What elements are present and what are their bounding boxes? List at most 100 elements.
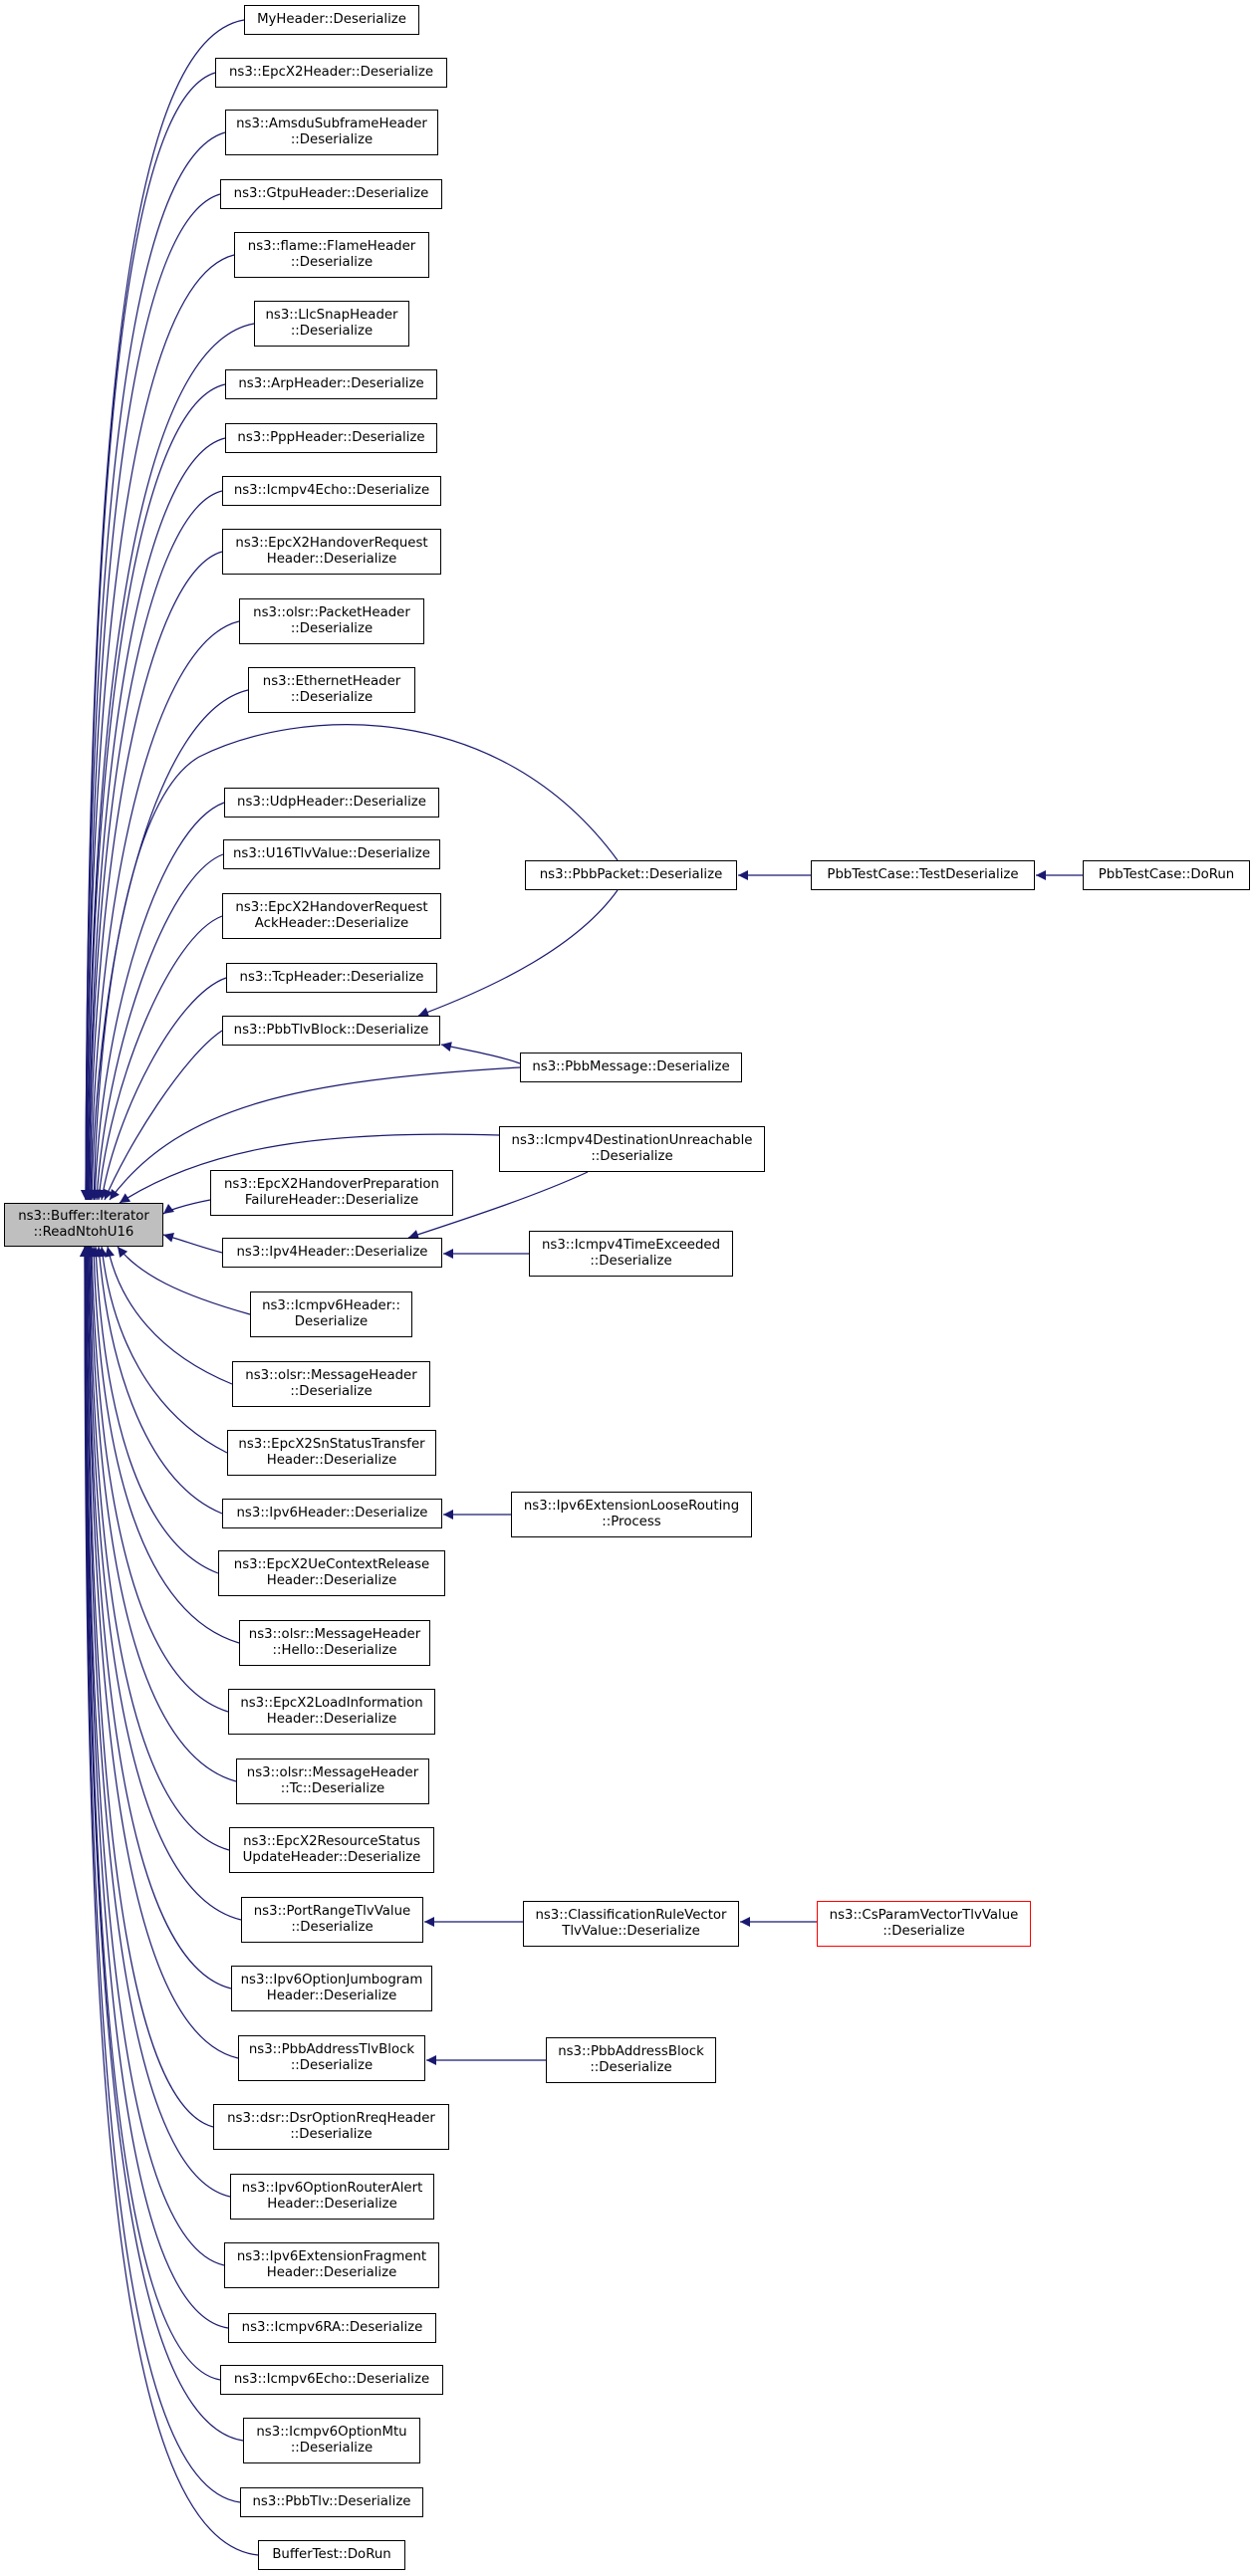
node-label-line-2: UpdateHeader::Deserialize (242, 1850, 421, 1865)
node-label: ns3::ArpHeader::Deserialize (238, 376, 424, 391)
node-label: MyHeader::Deserialize (257, 12, 406, 27)
node-label-line-2: ::ReadNtohU16 (33, 1225, 134, 1240)
node-label: ns3::GtpuHeader::Deserialize (233, 186, 429, 201)
node-label-line-2: Header::Deserialize (266, 1712, 397, 1727)
node-label-line-1: ns3::Ipv6ExtensionFragment (236, 2249, 427, 2264)
node-gtpuheader-deserialize[interactable]: ns3::GtpuHeader::Deserialize (220, 179, 442, 209)
edge-mtu-to-root (80, 1246, 244, 2442)
node-label-line-1: ns3::Ipv6OptionRouterAlert (241, 2181, 423, 2196)
node-buffertest-dorun[interactable]: BufferTest::DoRun (258, 2540, 405, 2570)
node-pbbpacket-deserialize[interactable]: ns3::PbbPacket::Deserialize (525, 860, 737, 890)
node-epcx2resourcestatusupdateheader-deserialize[interactable]: ns3::EpcX2ResourceStatus UpdateHeader::D… (229, 1827, 434, 1873)
node-ipv6header-deserialize[interactable]: ns3::Ipv6Header::Deserialize (222, 1499, 442, 1528)
node-ipv6optionjumbogramheader-deserialize[interactable]: ns3::Ipv6OptionJumbogram Header::Deseria… (231, 1966, 432, 2011)
edge-icmpv4du-to-ipv4 (407, 1171, 589, 1240)
node-label: ns3::PppHeader::Deserialize (237, 430, 425, 445)
node-olsr-messageheader-tc-deserialize[interactable]: ns3::olsr::MessageHeader ::Tc::Deseriali… (236, 1758, 429, 1804)
node-ipv6optionrouteralertheader-deserialize[interactable]: ns3::Ipv6OptionRouterAlert Header::Deser… (230, 2174, 434, 2220)
node-label: ns3::PbbTlv::Deserialize (252, 2494, 411, 2509)
node-pbbtlv-deserialize[interactable]: ns3::PbbTlv::Deserialize (240, 2487, 423, 2517)
edge-olsrmsg-to-root (105, 1246, 233, 1385)
edge-pbbmessage-to-pbbtlvblock (440, 1042, 521, 1064)
node-epcx2handoverrequestackheader-deserialize[interactable]: ns3::EpcX2HandoverRequest AckHeader::Des… (222, 893, 441, 939)
node-label-line-2: Header::Deserialize (266, 552, 397, 567)
node-label-line-1: ns3::ClassificationRuleVector (535, 1908, 727, 1923)
node-ipv4header-deserialize[interactable]: ns3::Ipv4Header::Deserialize (222, 1238, 442, 1268)
node-udpheader-deserialize[interactable]: ns3::UdpHeader::Deserialize (224, 788, 439, 818)
node-u16tlvvalue-deserialize[interactable]: ns3::U16TlvValue::Deserialize (223, 839, 440, 869)
node-icmpv4echo-deserialize[interactable]: ns3::Icmpv4Echo::Deserialize (222, 476, 441, 506)
node-label-line-1: ns3::EpcX2HandoverRequest (235, 536, 428, 551)
node-pbbaddressblock-deserialize[interactable]: ns3::PbbAddressBlock ::Deserialize (546, 2037, 716, 2083)
node-label-line-2: ::Deserialize (290, 2058, 374, 2073)
node-label-line-1: ns3::olsr::MessageHeader (246, 1765, 419, 1780)
node-pbbtestcase-testdeserialize[interactable]: PbbTestCase::TestDeserialize (811, 860, 1035, 890)
node-epcx2uecontextreleaseheader-deserialize[interactable]: ns3::EpcX2UeContextRelease Header::Deser… (218, 1550, 445, 1596)
node-classificationrulevectortlvvalue-deserialize[interactable]: ns3::ClassificationRuleVector TlvValue::… (523, 1901, 739, 1947)
node-epcx2header-deserialize[interactable]: ns3::EpcX2Header::Deserialize (215, 58, 447, 88)
node-portrangetlvvalue-deserialize[interactable]: ns3::PortRangeTlvValue ::Deserialize (241, 1897, 423, 1943)
node-label: PbbTestCase::DoRun (1098, 867, 1235, 882)
edge-x2load-to-root (87, 1246, 229, 1713)
node-label-line-1: ns3::EpcX2SnStatusTransfer (238, 1437, 425, 1452)
node-label-line-1: ns3::dsr::DsrOptionRreqHeader (227, 2111, 435, 2126)
node-icmpv6echo-deserialize[interactable]: ns3::Icmpv6Echo::Deserialize (220, 2365, 443, 2395)
node-olsr-messageheader-deserialize[interactable]: ns3::olsr::MessageHeader ::Deserialize (232, 1361, 430, 1407)
node-epcx2snstatustransferheader-deserialize[interactable]: ns3::EpcX2SnStatusTransfer Header::Deser… (227, 1430, 436, 1476)
node-pbbtlvblock-deserialize[interactable]: ns3::PbbTlvBlock::Deserialize (222, 1016, 440, 1046)
edge-buffertest-to-root (80, 1246, 259, 2556)
edge-tcp-to-root (98, 977, 227, 1201)
node-label-line-2: Deserialize (294, 1314, 369, 1329)
node-pbbmessage-deserialize[interactable]: ns3::PbbMessage::Deserialize (520, 1053, 742, 1082)
node-myheader-deserialize[interactable]: MyHeader::Deserialize (244, 5, 419, 35)
edge-epcx2-to-root (81, 72, 216, 1201)
node-olsr-packetheader-deserialize[interactable]: ns3::olsr::PacketHeader ::Deserialize (239, 598, 424, 644)
node-label-line-2: FailureHeader::Deserialize (244, 1193, 419, 1208)
node-label-line-1: ns3::Icmpv4TimeExceeded (541, 1238, 721, 1253)
node-ipv6extensionlooserouting-process[interactable]: ns3::Ipv6ExtensionLooseRouting ::Process (511, 1492, 752, 1537)
node-arpheader-deserialize[interactable]: ns3::ArpHeader::Deserialize (225, 369, 437, 399)
node-amsdusubframeheader-deserialize[interactable]: ns3::AmsduSubframeHeader ::Deserialize (225, 110, 438, 155)
node-csparamvectortlvvalue-deserialize[interactable]: ns3::CsParamVectorTlvValue ::Deserialize (817, 1901, 1031, 1947)
node-label-line-2: ::Deserialize (591, 1149, 673, 1164)
node-dsr-dsroptionrreqheader-deserialize[interactable]: ns3::dsr::DsrOptionRreqHeader ::Deserial… (213, 2104, 449, 2150)
node-label-line-2: ::Deserialize (290, 621, 374, 636)
node-icmpv6header-deserialize[interactable]: ns3::Icmpv6Header:: Deserialize (250, 1291, 412, 1337)
node-label-line-2: Header::Deserialize (266, 1573, 397, 1588)
node-label: ns3::PbbTlvBlock::Deserialize (233, 1023, 429, 1038)
node-icmpv6ra-deserialize[interactable]: ns3::Icmpv6RA::Deserialize (228, 2313, 436, 2343)
node-label-line-2: Header::Deserialize (266, 1453, 397, 1468)
node-pbbtestcase-dorun[interactable]: PbbTestCase::DoRun (1083, 860, 1250, 890)
node-label-line-2: ::Deserialize (590, 1254, 672, 1269)
node-ethernetheader-deserialize[interactable]: ns3::EthernetHeader ::Deserialize (248, 667, 415, 713)
node-icmpv6optionmtu-deserialize[interactable]: ns3::Icmpv6OptionMtu ::Deserialize (243, 2418, 420, 2463)
node-ipv6extensionfragmentheader-deserialize[interactable]: ns3::Ipv6ExtensionFragment Header::Deser… (224, 2242, 439, 2288)
node-pppheader-deserialize[interactable]: ns3::PppHeader::Deserialize (225, 423, 437, 453)
node-tcpheader-deserialize[interactable]: ns3::TcpHeader::Deserialize (226, 963, 437, 993)
node-epcx2loadinformationheader-deserialize[interactable]: ns3::EpcX2LoadInformation Header::Deseri… (228, 1689, 435, 1735)
node-epcx2handoverpreparationfailureheader-deserialize[interactable]: ns3::EpcX2HandoverPreparation FailureHea… (210, 1170, 453, 1216)
node-flameheader-deserialize[interactable]: ns3::flame::FlameHeader ::Deserialize (234, 232, 429, 278)
node-label-line-2: ::Deserialize (882, 1924, 965, 1939)
node-llcsnapheader-deserialize[interactable]: ns3::LlcSnapHeader ::Deserialize (254, 301, 409, 347)
node-label-line-2: ::Deserialize (290, 2441, 374, 2456)
node-icmpv4destinationunreachable-deserialize[interactable]: ns3::Icmpv4DestinationUnreachable ::Dese… (499, 1126, 765, 1172)
edge-icmpv6-to-root (117, 1246, 251, 1315)
node-label: ns3::UdpHeader::Deserialize (237, 795, 426, 810)
node-pbbaddresstlvblock-deserialize[interactable]: ns3::PbbAddressTlvBlock ::Deserialize (238, 2035, 425, 2081)
node-icmpv4timeexceeded-deserialize[interactable]: ns3::Icmpv4TimeExceeded ::Deserialize (529, 1231, 733, 1277)
edge-icmpv6echo-to-root (81, 1246, 221, 2381)
node-label-line-2: Header::Deserialize (266, 1989, 397, 2003)
edge-flame-to-root (82, 254, 235, 1201)
edge-icmpv6ra-to-root (81, 1246, 229, 2329)
node-label-line-2: ::Deserialize (290, 324, 374, 339)
edge-icmpv4echo-to-root (84, 490, 223, 1201)
node-olsr-messageheader-hello-deserialize[interactable]: ns3::olsr::MessageHeader ::Hello::Deseri… (239, 1620, 430, 1666)
edge-x2res-to-root (85, 1246, 230, 1851)
node-label-line-2: ::Deserialize (290, 255, 374, 270)
node-epcx2handoverrequestheader-deserialize[interactable]: ns3::EpcX2HandoverRequest Header::Deseri… (222, 529, 441, 575)
edge-ipv6-to-root (94, 1246, 223, 1515)
node-label-line-1: ns3::EpcX2ResourceStatus (243, 1834, 420, 1849)
edge-pbbaddrtlv-to-root (83, 1246, 239, 2059)
